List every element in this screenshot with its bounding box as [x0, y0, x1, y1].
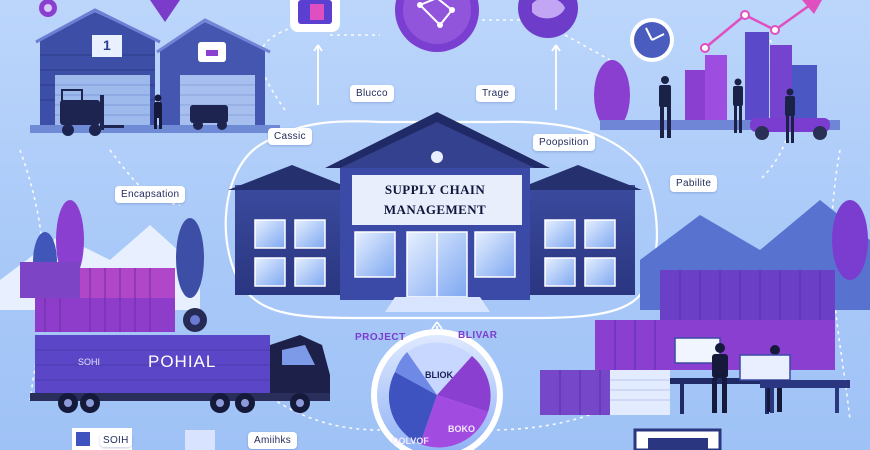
label-encapsation: Encapsation [115, 186, 186, 203]
label-pabilite: Pabilite [670, 175, 718, 192]
office-desk-scene [670, 337, 850, 414]
truck-trailer-text: POHIAL [148, 352, 217, 371]
progress-dial [371, 329, 503, 450]
business-people [659, 76, 795, 143]
dial-segment-bottom-right: BOKO [448, 424, 475, 434]
label-cassic: Cassic [268, 128, 312, 145]
trend-line-icon [700, 0, 822, 53]
dial-segment-bottom-left: DOLVOF [392, 436, 429, 446]
label-bottom-left-2: Amiihks [248, 432, 298, 449]
label-trage: Trage [476, 85, 516, 102]
dial-segment-top: BLIOK [425, 370, 453, 380]
globe-map-icon [518, 0, 578, 38]
label-project: PROJECT [355, 332, 406, 343]
info-tile [72, 428, 215, 450]
tablet-icon [290, 0, 340, 32]
label-bottom-left-1: SOIH [100, 434, 132, 447]
sign-line-1: SUPPLY CHAIN [384, 182, 486, 197]
label-poopsition: Poopsition [533, 134, 595, 151]
container-stack-right [540, 270, 835, 415]
clock-icon [630, 18, 674, 62]
bar-chart-icon [594, 32, 840, 130]
worker-figure [154, 94, 162, 129]
warehouse-door-number: 1 [103, 37, 111, 53]
container-stack-left [20, 262, 207, 332]
laptop-icon [633, 428, 722, 450]
truck-small-text: SOHI [78, 357, 101, 367]
network-globe-icon [395, 0, 479, 52]
label-blucco: Blucco [350, 85, 394, 102]
forklift [60, 89, 228, 136]
warehouse-building [30, 8, 280, 133]
scooter [750, 118, 830, 140]
hq-frame [224, 120, 658, 320]
sign-line-2: MANAGEMENT [383, 202, 487, 217]
delivery-truck [30, 335, 330, 413]
label-blivar: BLIVAR [458, 330, 498, 341]
location-pin-icon [150, 0, 180, 22]
headquarters-building [228, 112, 642, 312]
gear-icon [39, 0, 57, 17]
headquarters-sign: SUPPLY CHAIN MANAGEMENT [350, 180, 520, 220]
